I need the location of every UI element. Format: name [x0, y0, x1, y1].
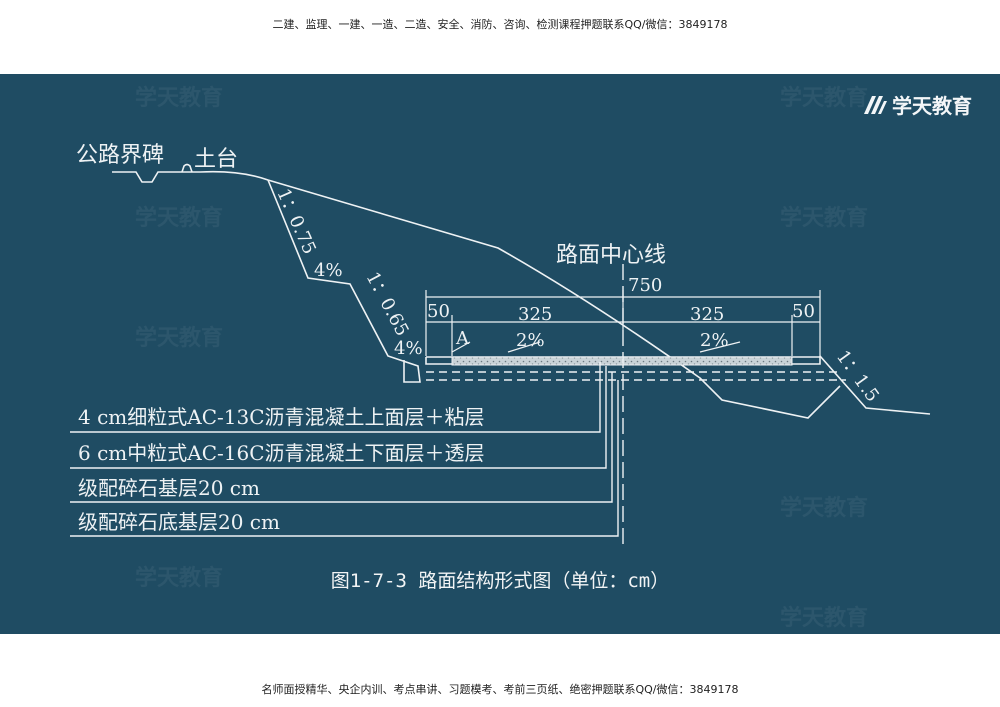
header-text: 二建、监理、一建、一造、二造、安全、消防、咨询、检测课程押题联系QQ/微信：38… — [272, 18, 728, 31]
left-lane-dim: 325 — [518, 304, 552, 325]
point-a-leader — [451, 341, 471, 353]
centerline-label: 路面中心线 — [556, 243, 666, 268]
cut-slope-line — [267, 179, 421, 383]
berm-grade-label: 4% — [314, 260, 343, 281]
dimension-ticks — [425, 290, 821, 356]
crossfall-left-label: 2% — [516, 330, 545, 351]
layer-label-3: 级配碎石基层20 cm — [78, 476, 260, 500]
shoulder-grade-label: 4% — [394, 338, 423, 359]
earth-platform-label: 土台 — [194, 147, 238, 172]
boundary-marker-icon — [181, 163, 193, 173]
layer-leader-1 — [70, 362, 601, 433]
crossfall-leader-left — [507, 341, 541, 353]
pavement-diagram: 公路界碑 土台 1：0.75 4% 1：0.65 4% 1：1.5 路面中心线 … — [70, 143, 931, 545]
layer-label-1: 4 cm细粒式AC-13C沥青混凝土上面层＋粘层 — [78, 405, 485, 429]
crossfall-leader-right — [699, 341, 741, 353]
layer-label-2: 6 cm中粒式AC-16C沥青混凝土下面层＋透层 — [78, 441, 485, 465]
layer-leader-2 — [70, 366, 607, 469]
asphalt-layer — [451, 356, 793, 366]
diagram-panel — [0, 74, 1000, 634]
logo-mark-icon — [864, 95, 887, 114]
natural-slope-line — [267, 179, 841, 419]
layer-label-4: 级配碎石底基层20 cm — [78, 510, 280, 534]
total-width-label: 750 — [628, 275, 662, 296]
left-shoulder-dim: 50 — [427, 301, 450, 322]
fill-slope-label: 1：1.5 — [832, 347, 883, 406]
ground-line — [112, 170, 269, 183]
footer-text: 名师面授精华、央企内训、考点串讲、习题模考、考前三页纸、绝密押题联系QQ/微信：… — [261, 683, 739, 696]
figure-caption: 图1-7-3 路面结构形式图（单位：cm） — [330, 570, 670, 592]
right-lane-dim: 325 — [690, 304, 724, 325]
layer-leader-4 — [70, 380, 619, 537]
boundary-marker-label: 公路界碑 — [76, 143, 164, 168]
brand-logo: 学天教育 — [862, 90, 972, 119]
layer-leader-3 — [70, 372, 613, 503]
right-shoulder-dim: 50 — [792, 301, 815, 322]
slope-upper-label: 1：0.75 — [272, 185, 319, 257]
logo-text: 学天教育 — [892, 94, 972, 118]
slope-lower-label: 1：0.65 — [362, 268, 413, 339]
fill-slope-line — [819, 355, 931, 415]
point-a-label: A — [455, 328, 470, 349]
crossfall-right-label: 2% — [700, 330, 729, 351]
